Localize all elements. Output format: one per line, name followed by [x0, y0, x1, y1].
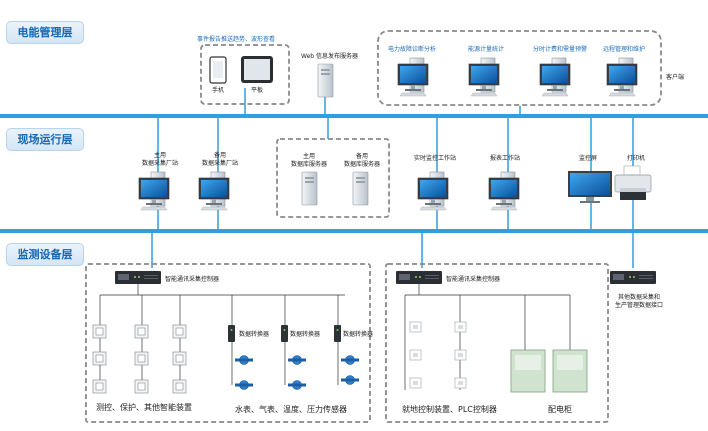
collector-pc-icon: [138, 171, 170, 211]
client-pc-icon: [606, 57, 638, 97]
bus-field: [0, 229, 708, 233]
client-pc-icon: [539, 57, 571, 97]
data-converter-icon: [228, 325, 235, 342]
right-caption: 就地控制装置、PLC控制器: [402, 405, 497, 414]
controller-right-label: 智能通讯采集控制器: [446, 276, 501, 283]
data-converter-icon: [281, 325, 288, 342]
controller-left-icon: [115, 271, 161, 284]
right-wiring: [404, 284, 571, 390]
realtime-ws-label: 实时监控工作站: [414, 155, 457, 162]
report-ws-label: 报表工作站: [490, 155, 521, 162]
client-label-3: 分时计费和需量预警: [533, 46, 588, 53]
printer-icon: [614, 165, 652, 200]
client-side-label: 客户端: [666, 74, 685, 81]
web-server-label: Web 信息发布服务器: [301, 53, 358, 60]
dashed-groups: [85, 30, 662, 423]
client-pc-icon: [397, 57, 429, 97]
event-report-label: 事件报告推送趋势、波形查看: [197, 36, 276, 43]
layer-label-monitoring: 监测设备层: [6, 243, 84, 266]
web-server-icon: [317, 63, 334, 98]
bus-energy: [0, 114, 708, 118]
main-db-label: 主用数据库服务器: [291, 153, 328, 168]
left-wiring: [99, 284, 345, 390]
main-collector-label: 主用数据采集厂站: [142, 152, 179, 167]
monitor-screen-icon: [568, 171, 612, 203]
other-collector-icon: [610, 271, 656, 284]
backup-collector-label: 备用数据采集厂站: [202, 152, 239, 167]
db-server-icon: [352, 171, 369, 206]
workstation-pc-icon: [417, 171, 449, 211]
printer-label: 打印机: [627, 155, 646, 162]
layer-label-field: 现场运行层: [6, 128, 84, 151]
data-converter-icon: [334, 325, 341, 342]
layer-label-energy: 电能管理层: [6, 21, 84, 44]
cabinet-icon: [510, 349, 588, 393]
workstation-pc-icon: [488, 171, 520, 211]
client-label-4: 远程管理和维护: [603, 46, 646, 53]
converter-label-2: 数据转换器: [290, 331, 321, 338]
converter-label-3: 数据转换器: [343, 331, 374, 338]
left-caption: 测控、保护、其他智能装置: [96, 403, 192, 412]
phone-label: 手机: [212, 87, 225, 94]
converter-label-1: 数据转换器: [239, 331, 270, 338]
client-label-1: 电力故障诊断分析: [388, 46, 437, 53]
backup-db-label: 备用数据库服务器: [344, 153, 381, 168]
db-server-icon: [301, 171, 318, 206]
client-pc-icon: [468, 57, 500, 97]
monitor-screen-label: 监控屏: [579, 155, 598, 162]
client-label-2: 能源计量统计: [468, 46, 505, 53]
other-collect-label: 其他数据采集和生产管理数据接口: [615, 294, 664, 309]
controller-left-label: 智能通讯采集控制器: [165, 276, 220, 283]
collector-pc-icon: [198, 171, 230, 211]
sensors-caption: 水表、气表、温度、压力传感器: [235, 405, 347, 414]
controller-right-icon: [396, 271, 442, 284]
cabinet-label: 配电柜: [548, 405, 572, 414]
tablet-label: 平板: [251, 87, 264, 94]
